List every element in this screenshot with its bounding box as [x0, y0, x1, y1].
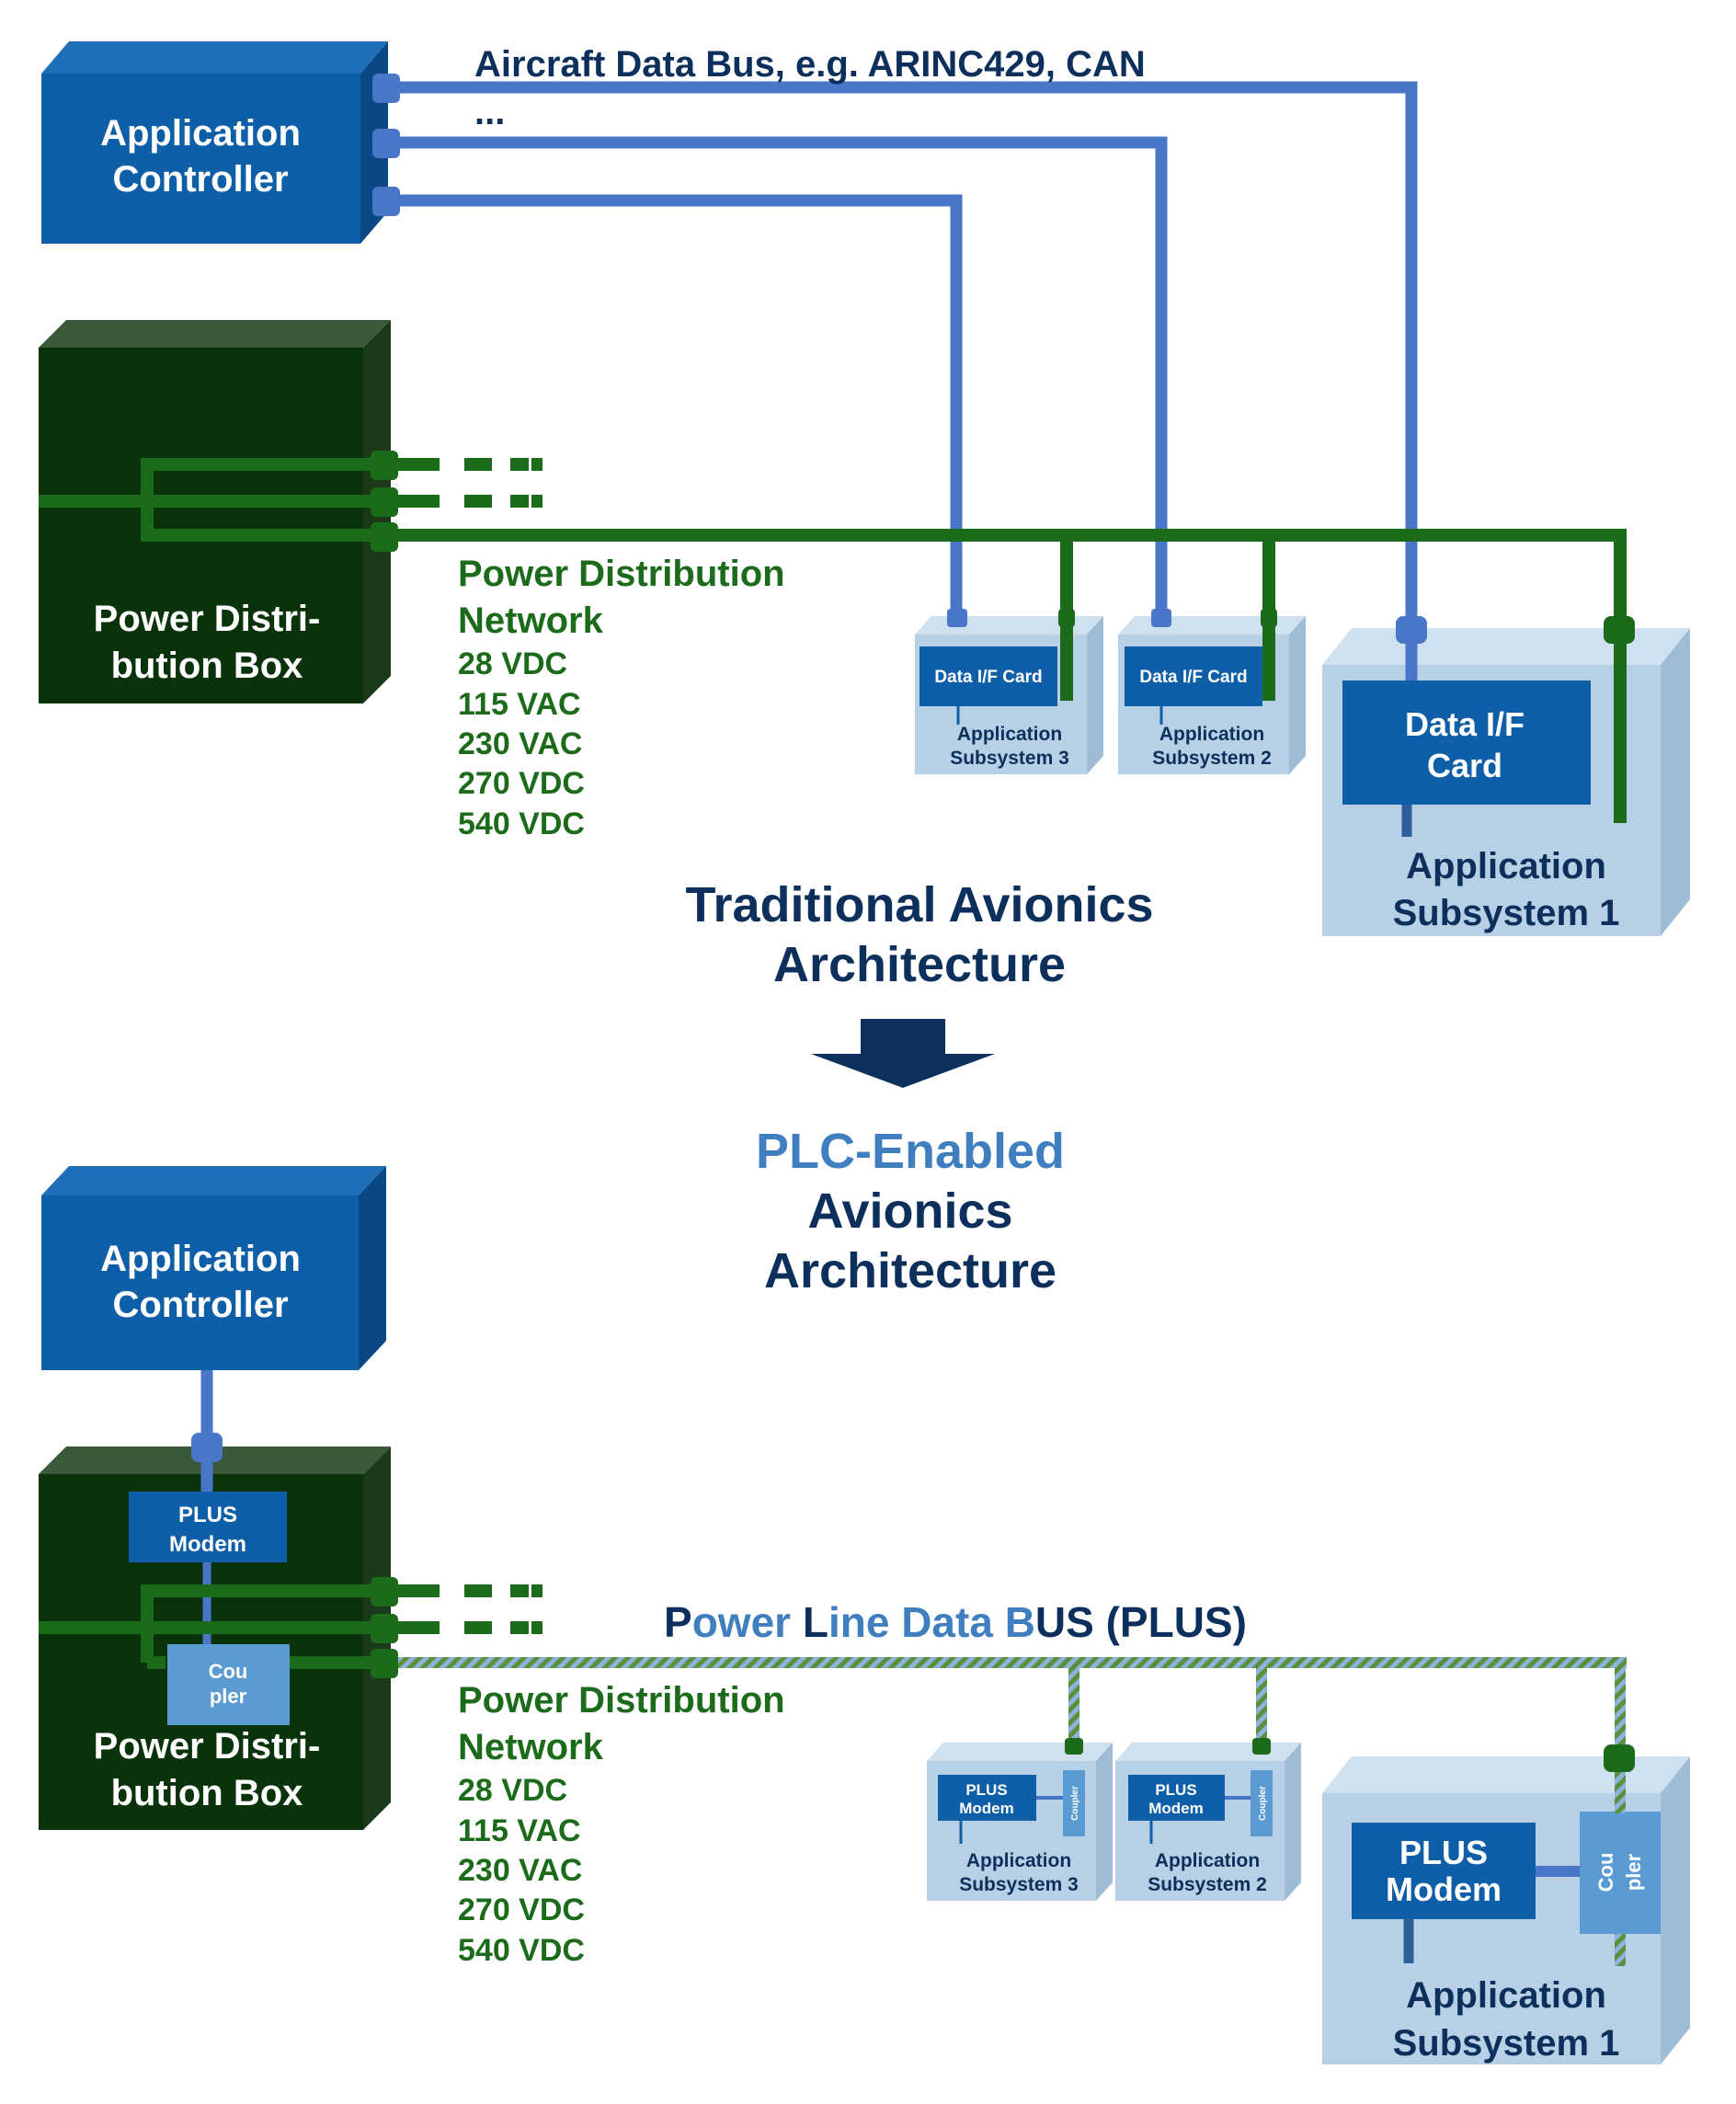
plc-subsystem-1: PLUS Modem Cou pler Application Subsyste… [1322, 1756, 1690, 2064]
transition-arrow-icon [811, 1019, 995, 1088]
traditional-subsystem-3: Data I/F Card Application Subsystem 3 [915, 616, 1103, 774]
svg-text:Coupler: Coupler [1070, 1786, 1080, 1821]
svg-text:Power Distribution: Power Distribution [458, 1680, 785, 1721]
svg-text:Modem: Modem [1386, 1870, 1502, 1908]
svg-text:PLUS: PLUS [965, 1781, 1007, 1799]
traditional-subsystem-2: Data I/F Card Application Subsystem 2 [1118, 616, 1306, 774]
plc-title-line2: Avionics [807, 1184, 1012, 1239]
svg-text:Subsystem 3: Subsystem 3 [959, 1874, 1079, 1895]
subsystem1-power-connector [1604, 616, 1635, 644]
plc-box-coupler: Cou pler [167, 1644, 290, 1725]
traditional-internal-busbars [39, 458, 386, 542]
svg-text:Network: Network [458, 1727, 604, 1767]
svg-text:28 VDC: 28 VDC [458, 646, 567, 681]
plc-title-line3: Architecture [764, 1243, 1056, 1298]
svg-text:Application: Application [1406, 846, 1606, 886]
plc-title-line1: PLC-Enabled [756, 1124, 1065, 1179]
svg-text:270 VDC: 270 VDC [458, 1892, 585, 1927]
svg-text:Application: Application [1159, 724, 1264, 745]
plc-internal-busbars [39, 1584, 386, 1669]
svg-text:230 VAC: 230 VAC [458, 1853, 582, 1888]
aircraft-data-bus-label: Aircraft Data Bus, e.g. ARINC429, CAN [474, 44, 1146, 85]
svg-text:Cou: Cou [209, 1660, 248, 1683]
svg-text:Card: Card [1427, 747, 1502, 784]
svg-text:PLUS: PLUS [178, 1503, 237, 1527]
plc-power-dashed-stubs [398, 1584, 542, 1634]
plc-controller-connector [191, 1433, 223, 1462]
svg-text:540 VDC: 540 VDC [458, 1933, 585, 1968]
controller-label-line2: Controller [112, 159, 288, 200]
svg-text:Subsystem 2: Subsystem 2 [1152, 748, 1272, 769]
svg-text:Data I/F: Data I/F [1405, 705, 1525, 743]
plc-power-connectors [371, 1577, 398, 1678]
svg-text:pler: pler [1622, 1853, 1645, 1891]
plc-subsystem2-connector [1252, 1738, 1271, 1755]
plc-power-box-label-line2: bution Box [111, 1773, 303, 1813]
svg-text:28 VDC: 28 VDC [458, 1773, 567, 1808]
svg-text:Application: Application [100, 1239, 301, 1279]
svg-text:Coupler: Coupler [1258, 1786, 1268, 1821]
plc-subsystem3-connector [1065, 1738, 1083, 1755]
svg-text:230 VAC: 230 VAC [458, 726, 582, 761]
subsystem2-power-connector [1261, 609, 1277, 627]
svg-text:Application: Application [966, 1850, 1071, 1871]
traditional-power-box: Power Distri- bution Box [39, 320, 391, 703]
svg-text:PLUS: PLUS [1399, 1834, 1488, 1871]
svg-text:Subsystem 1: Subsystem 1 [1393, 893, 1620, 933]
plc-power-network-text: Power Distribution Network 28 VDC 115 VA… [458, 1680, 785, 1968]
plus-bus-title: Power Line Data BUS (PLUS) [664, 1598, 1247, 1646]
plc-box-modem: PLUS Modem [129, 1492, 287, 1562]
traditional-title-line1: Traditional Avionics [685, 877, 1153, 932]
svg-text:Subsystem 3: Subsystem 3 [950, 748, 1069, 769]
svg-text:PLUS: PLUS [1155, 1781, 1196, 1799]
traditional-app-controller: Application Controller [41, 41, 388, 244]
svg-text:Network: Network [458, 600, 604, 641]
traditional-title-line2: Architecture [773, 937, 1066, 992]
plc-subsystem-2: PLUS Modem Coupler Application Subsystem… [1115, 1743, 1301, 1901]
svg-text:Application: Application [957, 724, 1062, 745]
svg-text:115 VAC: 115 VAC [458, 1813, 581, 1848]
subsystem3-data-connector [947, 609, 967, 627]
svg-text:Cou: Cou [1594, 1853, 1617, 1892]
plc-subsystem-3: PLUS Modem Coupler Application Subsystem… [927, 1743, 1113, 1901]
aircraft-data-bus-ellipsis: ... [474, 92, 505, 132]
svg-text:Modem: Modem [169, 1532, 246, 1557]
traditional-power-network-text: Power Distribution Network 28 VDC 115 VA… [458, 554, 785, 841]
svg-text:pler: pler [210, 1685, 247, 1708]
subsystem2-data-connector [1151, 609, 1171, 627]
svg-text:Subsystem 2: Subsystem 2 [1148, 1874, 1267, 1895]
power-box-label-line1: Power Distri- [94, 599, 321, 639]
aircraft-data-bus-wires [391, 81, 1418, 635]
svg-text:Controller: Controller [112, 1285, 288, 1325]
svg-text:540 VDC: 540 VDC [458, 806, 585, 841]
svg-text:Modem: Modem [1148, 1800, 1204, 1817]
power-dashed-stubs [398, 458, 542, 508]
svg-text:115 VAC: 115 VAC [458, 687, 581, 722]
power-box-label-line2: bution Box [111, 646, 303, 686]
svg-text:270 VDC: 270 VDC [458, 766, 585, 801]
svg-text:Data I/F Card: Data I/F Card [1139, 668, 1247, 687]
plc-app-controller: Application Controller [41, 1166, 386, 1370]
svg-text:Data I/F Card: Data I/F Card [934, 668, 1042, 687]
svg-text:Modem: Modem [959, 1800, 1014, 1817]
svg-text:Application: Application [1155, 1850, 1260, 1871]
subsystem3-power-connector [1058, 609, 1075, 627]
svg-text:Subsystem 1: Subsystem 1 [1393, 2023, 1620, 2064]
subsystem1-data-connector [1396, 616, 1427, 644]
svg-text:Application: Application [1406, 1975, 1606, 2016]
controller-label-line1: Application [100, 113, 301, 154]
power-connectors [371, 451, 398, 552]
traditional-subsystem-1: Data I/F Card Application Subsystem 1 [1322, 628, 1690, 936]
plc-subsystem1-connector [1604, 1744, 1635, 1772]
plc-power-box-label-line1: Power Distri- [94, 1726, 321, 1767]
svg-text:Power Distribution: Power Distribution [458, 554, 785, 594]
data-bus-connectors [372, 74, 400, 216]
